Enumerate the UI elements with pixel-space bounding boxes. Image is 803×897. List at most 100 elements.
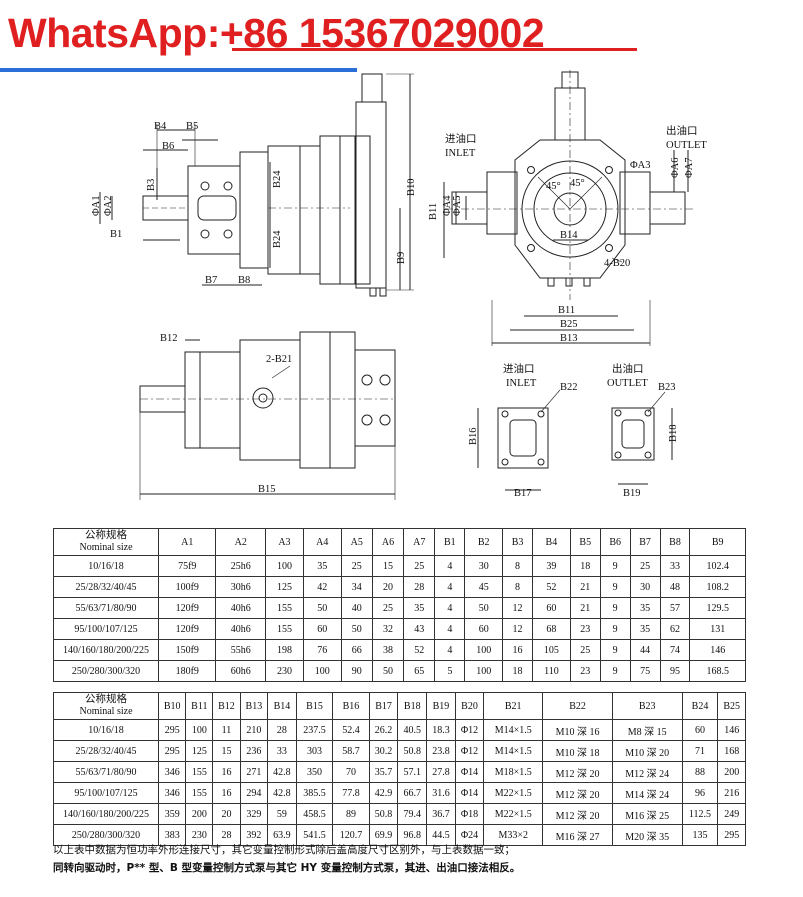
table-cell: 100 <box>185 719 214 741</box>
column-header: A7 <box>403 528 436 556</box>
column-header: B5 <box>569 528 601 556</box>
column-header: B13 <box>239 692 269 720</box>
note-line-2: 同转向驱动时，P** 型、B 型变量控制方式泵与其它 HY 变量控制方式泵，其进… <box>53 862 521 874</box>
table-cell: 25 <box>371 597 405 619</box>
table-cell: 140/160/180/200/225 <box>53 803 159 825</box>
table-cell: 42.8 <box>267 782 297 804</box>
table-cell: 28 <box>267 719 297 741</box>
table-cell: M10 深 18 <box>542 740 613 762</box>
outlet-port-detail <box>611 391 673 485</box>
table-cell: 100 <box>265 555 304 577</box>
table-cell: 100f9 <box>157 576 217 598</box>
table-cell: 35 <box>629 597 661 619</box>
table-cell: 100 <box>464 660 504 682</box>
label-outlet-cn: 出油口 <box>666 124 698 137</box>
table-cell: 66 <box>340 639 373 661</box>
table-cell: 392 <box>239 824 269 846</box>
label-inlet-cn: 进油口 <box>445 132 477 145</box>
table-cell: 75 <box>629 660 661 682</box>
table-cell: 40 <box>340 597 373 619</box>
column-header: B23 <box>611 692 683 720</box>
table-cell: 10/16/18 <box>53 719 159 741</box>
table-cell: 88 <box>681 761 719 783</box>
table-cell: 155 <box>185 761 214 783</box>
table-cell: 62 <box>659 618 691 640</box>
table-cell: 4 <box>434 597 466 619</box>
table-cell: M14 深 24 <box>611 782 683 804</box>
table-cell: 250/280/300/320 <box>53 660 159 682</box>
label-b7: B7 <box>205 275 217 286</box>
table-cell: 216 <box>717 782 746 804</box>
label-b17: B17 <box>514 488 532 499</box>
label-inlet2-en: INLET <box>506 378 537 389</box>
table-cell: 30.2 <box>368 740 399 762</box>
label-outlet2-cn: 出油口 <box>612 362 644 375</box>
label-inlet-en: INLET <box>445 148 476 159</box>
table-cell: 294 <box>239 782 269 804</box>
table-cell: 295 <box>157 719 187 741</box>
table-cell: 60 <box>464 618 504 640</box>
table-cell: 35 <box>302 555 342 577</box>
column-header: B4 <box>532 528 571 556</box>
label-a6: ΦA6 <box>670 157 681 178</box>
table-cell: 43 <box>403 618 436 640</box>
notes: 以上表中数据为恒功率外形连接尺寸，其它变量控制形式除后盖高度尺寸区别外，与上表数… <box>53 841 793 877</box>
label-b5: B5 <box>186 121 198 132</box>
table-cell: M33×2 <box>483 824 544 846</box>
label-b14: B14 <box>560 230 578 241</box>
table-cell: 69.9 <box>368 824 399 846</box>
table-cell: 45 <box>464 576 504 598</box>
table-cell: 25 <box>340 555 373 577</box>
table-cell: 180f9 <box>157 660 217 682</box>
table-cell: 27.8 <box>426 761 456 783</box>
table-cell: 18.3 <box>426 719 456 741</box>
table-cell: 38 <box>371 639 405 661</box>
table-cell: 350 <box>295 761 334 783</box>
table-cell: 33 <box>267 740 297 762</box>
column-header: A5 <box>340 528 373 556</box>
table-cell: 52.4 <box>332 719 370 741</box>
label-b6: B6 <box>162 141 174 152</box>
table-cell: 70 <box>332 761 370 783</box>
table-cell: 9 <box>599 639 631 661</box>
table-cell: 105 <box>532 639 571 661</box>
table-cell: 16 <box>502 639 533 661</box>
table-cell: 60 <box>302 618 342 640</box>
column-header: A4 <box>302 528 342 556</box>
table-cell: 15 <box>212 740 241 762</box>
table-cell: 25/28/32/40/45 <box>53 576 159 598</box>
table-cell: 12 <box>502 597 533 619</box>
table-cell: M12 深 20 <box>542 803 613 825</box>
table-cell: 33 <box>659 555 691 577</box>
table-cell: 271 <box>239 761 269 783</box>
label-b12: B12 <box>160 333 178 344</box>
table-cell: 90 <box>340 660 373 682</box>
label-b25: B25 <box>560 319 578 330</box>
table-cell: 23 <box>569 618 601 640</box>
table-cell: 346 <box>157 782 187 804</box>
whatsapp-banner: WhatsApp:+86 15367029002 <box>8 10 545 56</box>
table-cell: 57.1 <box>397 761 428 783</box>
table-cell: 12 <box>502 618 533 640</box>
table-cell: 146 <box>689 639 746 661</box>
table-cell: 146 <box>717 719 746 741</box>
table-cell: 100 <box>302 660 342 682</box>
table-cell: 28 <box>403 576 436 598</box>
table-cell: 76 <box>302 639 342 661</box>
label-a4: ΦA4 <box>442 195 453 216</box>
column-header: B20 <box>454 692 485 720</box>
table-cell: 9 <box>599 597 631 619</box>
table-cell: Φ12 <box>454 719 485 741</box>
table-cell: 5 <box>434 660 466 682</box>
table-cell: 359 <box>157 803 187 825</box>
table-cell: 150f9 <box>157 639 217 661</box>
table-cell: 42 <box>302 576 342 598</box>
table-cell: 50 <box>464 597 504 619</box>
